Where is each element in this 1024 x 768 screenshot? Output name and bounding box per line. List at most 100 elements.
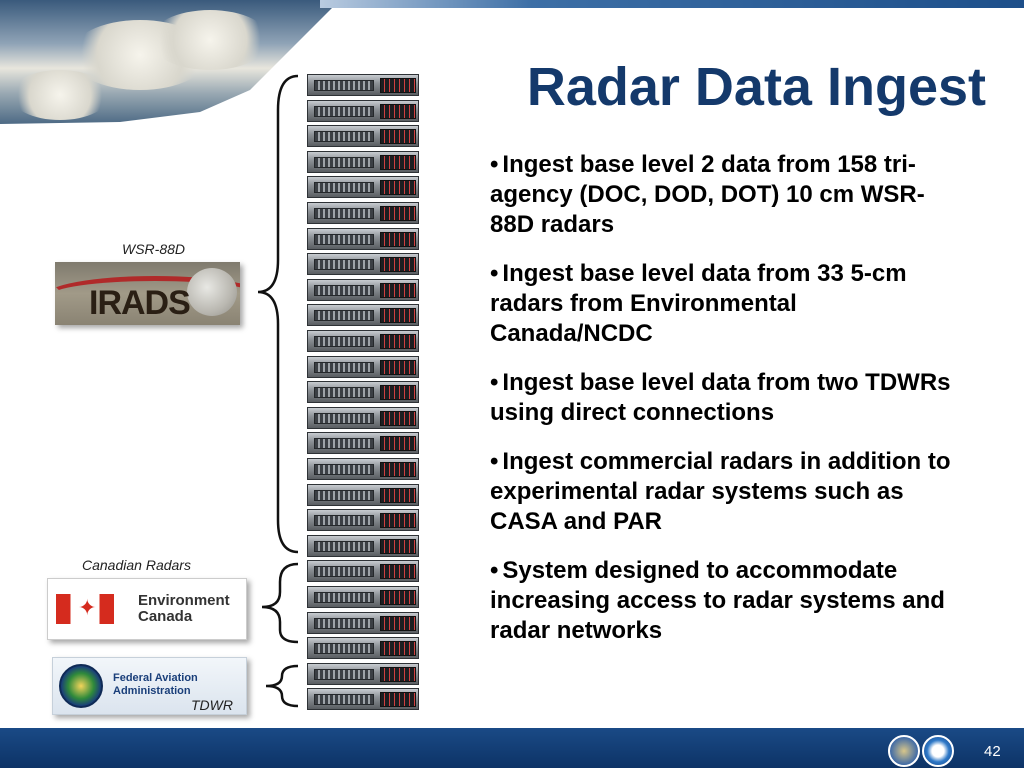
- server-bay: [314, 515, 374, 527]
- radar-dish-icon: [187, 268, 237, 316]
- bullet-list: • Ingest base level 2 data from 158 tri-a…: [490, 150, 960, 665]
- server-drives: [380, 513, 416, 529]
- ec-line-2: Canada: [138, 608, 193, 625]
- server-bay: [314, 489, 374, 501]
- server-bay: [314, 233, 374, 245]
- server-unit: [307, 560, 419, 583]
- server-bay: [314, 361, 374, 373]
- server-unit: [307, 253, 419, 276]
- bullet-marker: •: [490, 557, 499, 584]
- ec-logo-text: Environment Canada: [138, 593, 230, 625]
- server-drives: [380, 666, 416, 682]
- server-unit: [307, 355, 419, 378]
- server-bay: [314, 284, 374, 296]
- server-drives: [380, 103, 416, 119]
- server-bay: [314, 643, 374, 655]
- bullet-item: •Ingest base level data from 33 5-cm rad…: [490, 259, 960, 349]
- bullet-item: •Ingest base level data from two TDWRs u…: [490, 368, 960, 428]
- bullet-text: Ingest base level data from two TDWRs us…: [490, 369, 951, 426]
- server-bay: [314, 540, 374, 552]
- ec-line-1: Environment: [138, 592, 230, 609]
- server-drives: [380, 180, 416, 196]
- doc-seal-icon: [888, 735, 920, 767]
- canadian-label: Canadian Radars: [82, 557, 191, 573]
- bullet-marker: •: [490, 448, 499, 475]
- server-bay: [314, 310, 374, 322]
- faa-line-1: Federal Aviation: [113, 672, 198, 684]
- wsr-label: WSR-88D: [122, 241, 186, 257]
- irads-logo-text: IRADS: [89, 284, 191, 322]
- server-unit: [307, 99, 419, 122]
- server-unit: [307, 74, 419, 96]
- server-unit: [307, 406, 419, 429]
- server-unit: [307, 150, 419, 173]
- server-drives: [380, 206, 416, 221]
- server-drives: [380, 308, 416, 324]
- server-unit: [307, 637, 419, 660]
- server-unit: [307, 202, 419, 224]
- server-unit: [307, 483, 419, 506]
- irads-logo: IRADS: [55, 262, 240, 325]
- server-unit: [307, 662, 419, 685]
- server-unit: [307, 304, 419, 327]
- server-unit: [307, 688, 419, 711]
- bullet-item: •Ingest base level 2 data from 158 tri-a…: [490, 150, 960, 240]
- canada-flag-icon: ✦: [56, 594, 114, 624]
- server-bay: [314, 131, 374, 143]
- server-unit: [307, 125, 419, 148]
- noaa-logo-icon: [922, 735, 954, 767]
- server-unit: [307, 432, 419, 455]
- server-drives: [380, 334, 416, 349]
- server-drives: [380, 154, 416, 170]
- server-drives: [380, 641, 416, 657]
- wsr-brace: [257, 74, 299, 554]
- server-bay: [314, 105, 374, 117]
- server-drives: [380, 385, 416, 401]
- server-bay: [314, 80, 374, 91]
- bullet-text: System designed to accommodate increasin…: [490, 557, 945, 644]
- server-unit: [307, 330, 419, 352]
- server-drives: [380, 692, 416, 708]
- server-unit: [307, 509, 419, 532]
- server-bay: [314, 617, 374, 629]
- server-bay: [314, 259, 374, 271]
- bullet-text: Ingest commercial radars in addition to …: [490, 448, 951, 535]
- server-drives: [380, 359, 416, 375]
- server-bay: [314, 336, 374, 347]
- bullet-item: •System designed to accommodate increasi…: [490, 556, 960, 646]
- server-unit: [307, 278, 419, 301]
- faa-line-2: Administration: [113, 685, 191, 697]
- tdwr-brace: [265, 664, 299, 708]
- server-bay: [314, 464, 374, 475]
- bullet-marker: •: [490, 369, 499, 396]
- grouping-braces: [257, 74, 299, 708]
- bullet-text: Ingest base level data from 33 5-cm rada…: [490, 260, 907, 347]
- server-bay: [314, 208, 374, 219]
- server-bay: [314, 182, 374, 194]
- server-drives: [380, 462, 416, 477]
- server-drives: [380, 615, 416, 631]
- server-drives: [380, 129, 416, 145]
- server-unit: [307, 458, 419, 480]
- server-unit: [307, 534, 419, 557]
- slide-title: Radar Data Ingest: [526, 57, 986, 117]
- bullet-text: Ingest base level 2 data from 158 tri-ag…: [490, 151, 925, 238]
- server-bay: [314, 566, 374, 578]
- server-drives: [380, 590, 416, 605]
- server-bay: [314, 668, 374, 680]
- faa-seal-icon: [59, 664, 103, 708]
- server-drives: [380, 436, 416, 452]
- environment-canada-logo: ✦ Environment Canada: [47, 578, 247, 640]
- footer-bar: 42: [0, 728, 1024, 768]
- server-drives: [380, 538, 416, 554]
- server-bay: [314, 412, 374, 424]
- server-drives: [380, 231, 416, 247]
- server-bay: [314, 387, 374, 399]
- server-bay: [314, 694, 374, 706]
- server-unit: [307, 611, 419, 634]
- server-bay: [314, 156, 374, 168]
- server-bay: [314, 438, 374, 450]
- bullet-marker: •: [490, 260, 499, 287]
- faa-logo-text: Federal Aviation Administration: [113, 672, 198, 698]
- cloud-shape: [150, 10, 270, 70]
